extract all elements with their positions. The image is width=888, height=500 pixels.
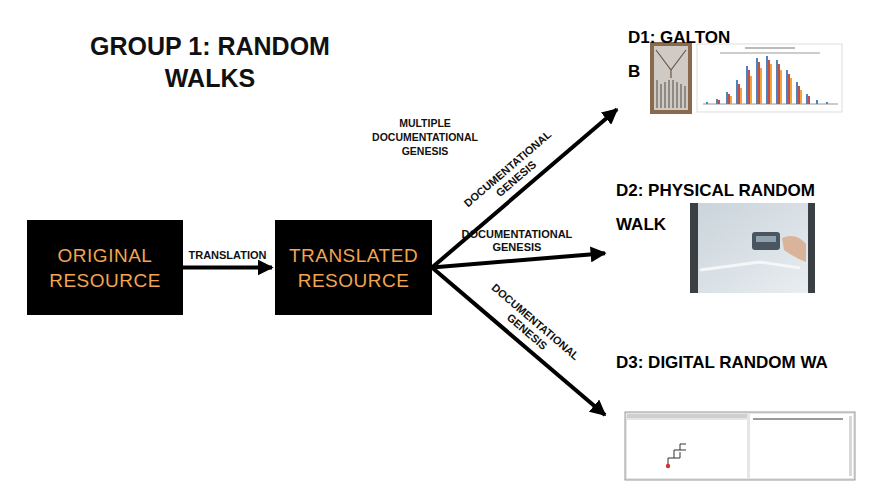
bar <box>808 96 810 104</box>
bar <box>776 60 778 104</box>
box-label: TRANSLATED RESOURCE <box>285 243 422 293</box>
floor-line <box>700 262 800 270</box>
bar <box>826 102 828 104</box>
chart-legend-bar <box>720 52 820 54</box>
bar <box>716 99 718 104</box>
bar <box>740 88 742 104</box>
scrollbar <box>849 416 852 476</box>
galton-chart <box>697 44 842 112</box>
physical-walk-photo <box>690 203 815 293</box>
document-body <box>609 341 857 486</box>
photo-frame <box>650 42 692 114</box>
document-shadow <box>612 344 860 489</box>
bar <box>736 80 738 104</box>
canvas-pane <box>627 420 747 478</box>
bar <box>780 70 782 104</box>
edge-label: DOCUMENTATIONAL GENESIS <box>480 281 582 373</box>
window-toolbar <box>627 414 747 418</box>
robot-body <box>752 232 780 250</box>
edge-label: TRANSLATION <box>172 249 284 262</box>
chart-title-bar <box>745 47 795 49</box>
document-shadow <box>624 19 852 138</box>
diagram-title: GROUP 1: RANDOM WALKS <box>85 30 335 94</box>
arrow-connector <box>432 253 605 267</box>
bar <box>806 94 808 104</box>
document-heading: D2: PHYSICAL RANDOM WALK <box>616 174 841 242</box>
bar <box>758 62 760 104</box>
digital-walk-screenshot <box>625 412 855 480</box>
document-body <box>609 169 852 306</box>
edge-label: DOCUMENTATIONAL GENESIS <box>461 228 573 254</box>
bar <box>816 100 818 104</box>
document-shadow <box>612 172 855 309</box>
bar <box>770 64 772 104</box>
bar <box>756 58 758 104</box>
photo-edge <box>690 203 698 293</box>
annotation-label: MULTIPLE DOCUMENTATIONAL GENESIS <box>372 116 478 158</box>
bar <box>738 84 740 104</box>
window-frame <box>625 412 855 480</box>
console-pane <box>750 414 853 478</box>
box-label: ORIGINAL RESOURCE <box>37 243 173 293</box>
document-card: D2: PHYSICAL RANDOM WALK <box>608 168 853 310</box>
bar <box>726 92 728 104</box>
photo-floor <box>690 203 815 293</box>
bar <box>800 90 802 104</box>
bar <box>798 86 800 104</box>
document-card: D1: GALTON B <box>620 15 850 139</box>
bar <box>718 100 720 104</box>
robot-top <box>756 236 776 242</box>
bar <box>730 96 732 104</box>
bar <box>748 70 750 104</box>
board-columns <box>657 80 685 108</box>
document-heading: D3: DIGITAL RANDOM WA <box>616 346 841 380</box>
bar <box>750 76 752 104</box>
bar <box>796 82 798 104</box>
photo-board <box>654 46 688 110</box>
bar <box>788 74 790 104</box>
walk-start <box>666 464 670 468</box>
bar <box>786 70 788 104</box>
bar <box>768 60 770 104</box>
bar <box>746 66 748 104</box>
bar <box>706 102 708 104</box>
arrow-connector <box>432 268 605 416</box>
arrow-connector <box>183 266 272 270</box>
bar <box>790 78 792 104</box>
bar <box>760 68 762 104</box>
resource-box: TRANSLATED RESOURCE <box>275 220 432 315</box>
chart-frame <box>697 44 842 112</box>
photo-edge <box>808 203 815 293</box>
bar <box>766 56 768 104</box>
bar <box>728 94 730 104</box>
resource-box: ORIGINAL RESOURCE <box>27 220 183 315</box>
galton-board-photo <box>650 42 692 114</box>
document-heading: D1: GALTON B <box>628 21 740 89</box>
document-card: D3: DIGITAL RANDOM WA <box>608 340 858 490</box>
walk-path <box>668 444 686 466</box>
console-line <box>753 418 843 420</box>
chart-bars <box>706 56 828 104</box>
board-funnel <box>656 50 686 78</box>
hand <box>782 236 806 262</box>
document-body <box>621 16 849 135</box>
bar <box>778 64 780 104</box>
